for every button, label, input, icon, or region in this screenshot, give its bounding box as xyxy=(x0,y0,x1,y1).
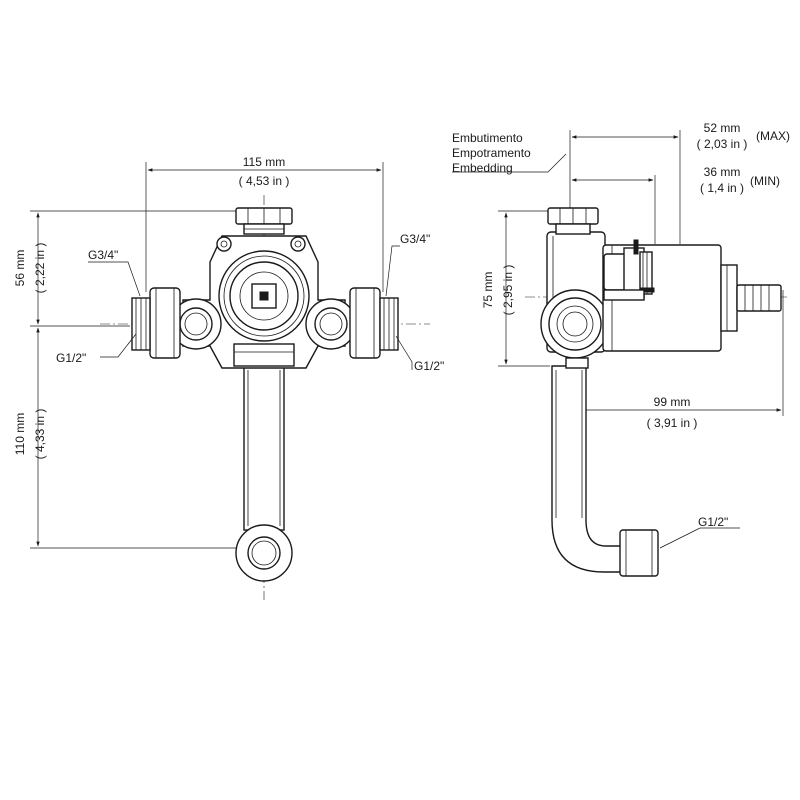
side-outlet-leader xyxy=(659,527,740,549)
front-bottom-height-in: ( 4,33 in ) xyxy=(33,409,47,460)
front-thread-left-bottom: G1/2" xyxy=(56,351,86,365)
side-min-mm: 36 mm xyxy=(704,165,741,179)
side-embed-label-en: Embedding xyxy=(452,161,513,175)
front-extension-lines xyxy=(30,162,384,549)
front-bottom-height-mm: 110 mm xyxy=(13,413,27,455)
side-thread-outlet: G1/2" xyxy=(698,515,728,529)
front-right-port xyxy=(305,298,357,350)
side-max-in: ( 2,03 in ) xyxy=(697,137,748,151)
front-leader-lines xyxy=(88,245,413,370)
side-min-tag: (MIN) xyxy=(750,174,780,188)
front-thread-right-bottom: G1/2" xyxy=(414,359,444,373)
side-height-mm: 75 mm xyxy=(481,272,495,309)
side-valve-body xyxy=(540,207,610,369)
side-depth-mm: 99 mm xyxy=(654,395,691,409)
front-top-height-in: ( 2,22 in ) xyxy=(33,243,47,294)
front-width-mm: 115 mm xyxy=(243,155,285,169)
front-thread-left-top: G3/4" xyxy=(88,248,118,262)
front-top-height-mm: 56 mm xyxy=(13,250,27,287)
side-max-mm: 52 mm xyxy=(704,121,741,135)
side-embed-label-pt: Embutimento xyxy=(452,131,523,145)
side-embedding-clip xyxy=(603,239,655,301)
front-width-in: ( 4,53 in ) xyxy=(239,174,290,188)
front-outlet-pipe xyxy=(235,364,293,582)
side-embed-label-es: Empotramento xyxy=(452,146,531,160)
side-depth-in: ( 3,91 in ) xyxy=(647,416,698,430)
front-right-inlet-connector xyxy=(349,287,399,359)
front-left-inlet-connector xyxy=(131,287,181,359)
side-max-tag: (MAX) xyxy=(756,129,790,143)
front-view: 115 mm ( 4,53 in ) 56 mm ( 2,22 in ) 110… xyxy=(13,155,444,600)
side-outlet-pipe xyxy=(551,365,659,577)
side-view: Embutimento Empotramento Embedding 52 mm… xyxy=(452,121,790,577)
side-min-in: ( 1,4 in ) xyxy=(700,181,744,195)
side-embed-leader xyxy=(452,153,567,173)
front-valve-body xyxy=(182,207,346,369)
front-left-port xyxy=(170,298,222,350)
side-height-in: ( 2,95 in ) xyxy=(501,265,515,316)
front-thread-right-top: G3/4" xyxy=(400,232,430,246)
